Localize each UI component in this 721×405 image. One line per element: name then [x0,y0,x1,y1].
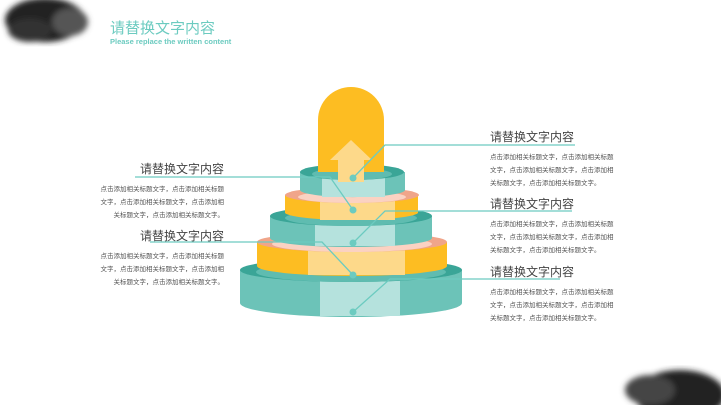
left-text-2: 点击添加相关标题文字，点击添加相关标题文字，点击添加相关标题文字，点击添加相关标… [100,252,225,286]
left-heading-2: 请替换文字内容 [140,229,225,243]
right-text-2: 点击添加相关标题文字，点击添加相关标题文字，点击添加相关标题文字，点击添加相关标… [490,220,614,254]
right-text-1: 点击添加相关标题文字，点击添加相关标题文字，点击添加相关标题文字，点击添加相关标… [490,153,614,187]
right-text-3: 点击添加相关标题文字，点击添加相关标题文字，点击添加相关标题文字，点击添加相关标… [490,288,614,322]
connector-dots [349,174,357,316]
right-heading-2: 请替换文字内容 [490,197,575,211]
connector-lines [135,144,575,313]
left-text-1: 点击添加相关标题文字，点击添加相关标题文字，点击添加相关标题文字，点击添加相关标… [100,185,225,219]
right-heading-1: 请替换文字内容 [490,130,575,144]
top-dome [318,87,384,182]
left-heading-1: 请替换文字内容 [140,162,225,176]
ink-splash-top-left [5,0,88,42]
right-heading-3: 请替换文字内容 [490,265,575,279]
page-subtitle: Please replace the written content [110,37,232,46]
page-title: 请替换文字内容 [110,19,216,37]
ink-splash-bottom-right [625,370,721,405]
arrow-up-icon [330,140,372,182]
